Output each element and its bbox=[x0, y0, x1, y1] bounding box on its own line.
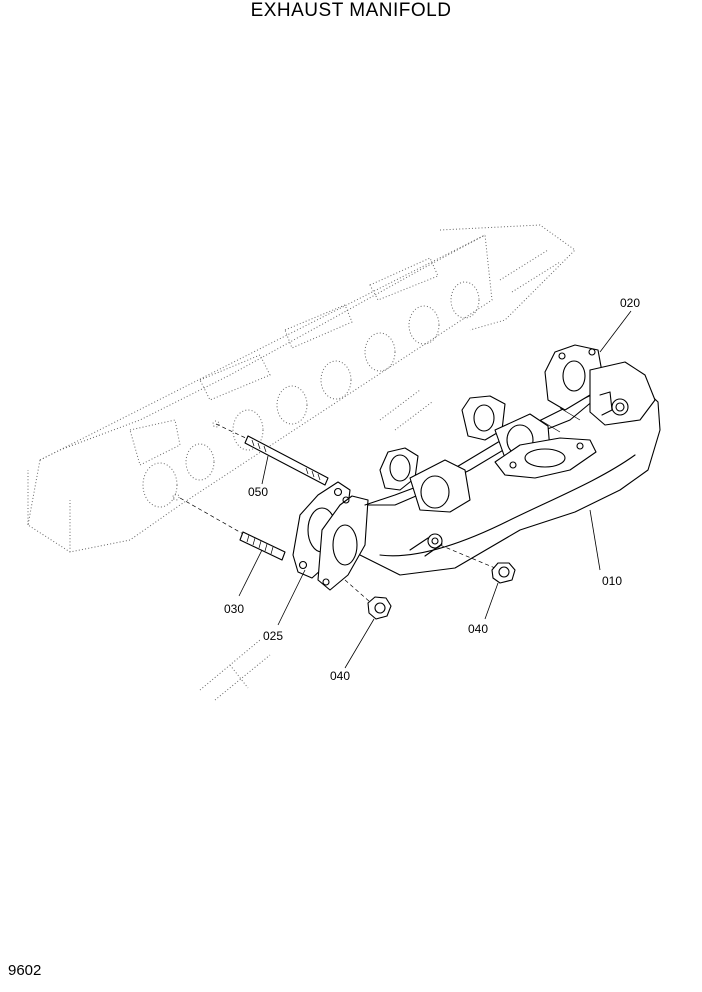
page-title: EXHAUST MANIFOLD bbox=[250, 0, 452, 21]
callout-leaders bbox=[238, 310, 632, 669]
exhaust-manifold-010 bbox=[317, 344, 661, 591]
stud-050 bbox=[215, 423, 329, 486]
cylinder-head-outline bbox=[27, 224, 576, 553]
stud-030 bbox=[179, 497, 286, 561]
nut-040-right bbox=[491, 562, 516, 584]
callout-030: 030 bbox=[224, 602, 244, 616]
callout-025: 025 bbox=[263, 629, 283, 643]
callout-050: 050 bbox=[248, 485, 268, 499]
page-number: 9602 bbox=[8, 962, 42, 979]
watermark-texture bbox=[199, 249, 561, 701]
callout-040-right: 040 bbox=[468, 622, 488, 636]
callout-040-left: 040 bbox=[330, 669, 350, 683]
callout-020: 020 bbox=[620, 296, 640, 310]
nut-040-left bbox=[344, 579, 392, 620]
callout-010: 010 bbox=[602, 574, 622, 588]
